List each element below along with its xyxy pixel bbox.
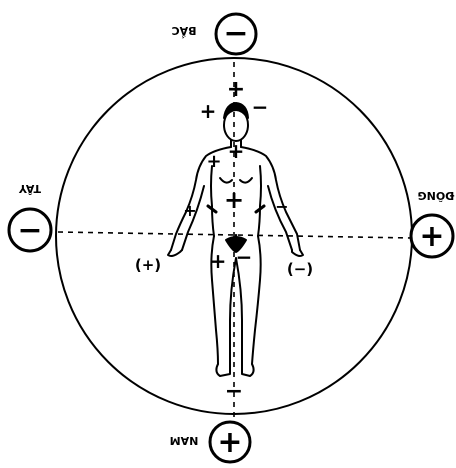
- east-sign: +: [419, 219, 444, 254]
- south-label: NAM: [170, 434, 199, 447]
- figure-right-hand: [292, 250, 303, 256]
- sign-head-right: −: [252, 95, 269, 119]
- sign-head-top: +: [227, 77, 245, 102]
- figure-hair: [224, 103, 248, 118]
- sign-head-left: +: [200, 99, 217, 123]
- south-pole: + NAM: [170, 422, 250, 462]
- west-pole: − TÂY: [9, 182, 51, 251]
- north-pole: − BẮC: [172, 14, 256, 54]
- sign-arm-right: −: [275, 197, 288, 216]
- figure-left-hand: [168, 250, 182, 256]
- east-pole: + ĐÔNG: [411, 189, 454, 257]
- figure-chest: [220, 178, 252, 183]
- west-sign: −: [17, 213, 42, 248]
- sign-below-feet: −: [225, 379, 243, 404]
- sign-abdomen: +: [224, 186, 244, 214]
- figure-feet: [216, 364, 253, 376]
- south-sign: +: [217, 425, 242, 460]
- sign-thigh-right: −: [236, 245, 253, 269]
- east-label: ĐÔNG: [418, 189, 455, 202]
- hand-left-label: (+): [135, 256, 161, 274]
- north-label: BẮC: [172, 24, 197, 39]
- hand-right-label: (−): [287, 260, 313, 278]
- sign-chest-mid: +: [228, 139, 245, 163]
- body-signs: + + − + + + + − + + − −: [183, 77, 288, 404]
- west-label: TÂY: [18, 182, 41, 195]
- sign-chest-left: +: [206, 151, 221, 172]
- sign-arm-left: +: [183, 201, 196, 220]
- north-sign: −: [223, 16, 248, 51]
- sign-thigh-left: +: [210, 249, 227, 273]
